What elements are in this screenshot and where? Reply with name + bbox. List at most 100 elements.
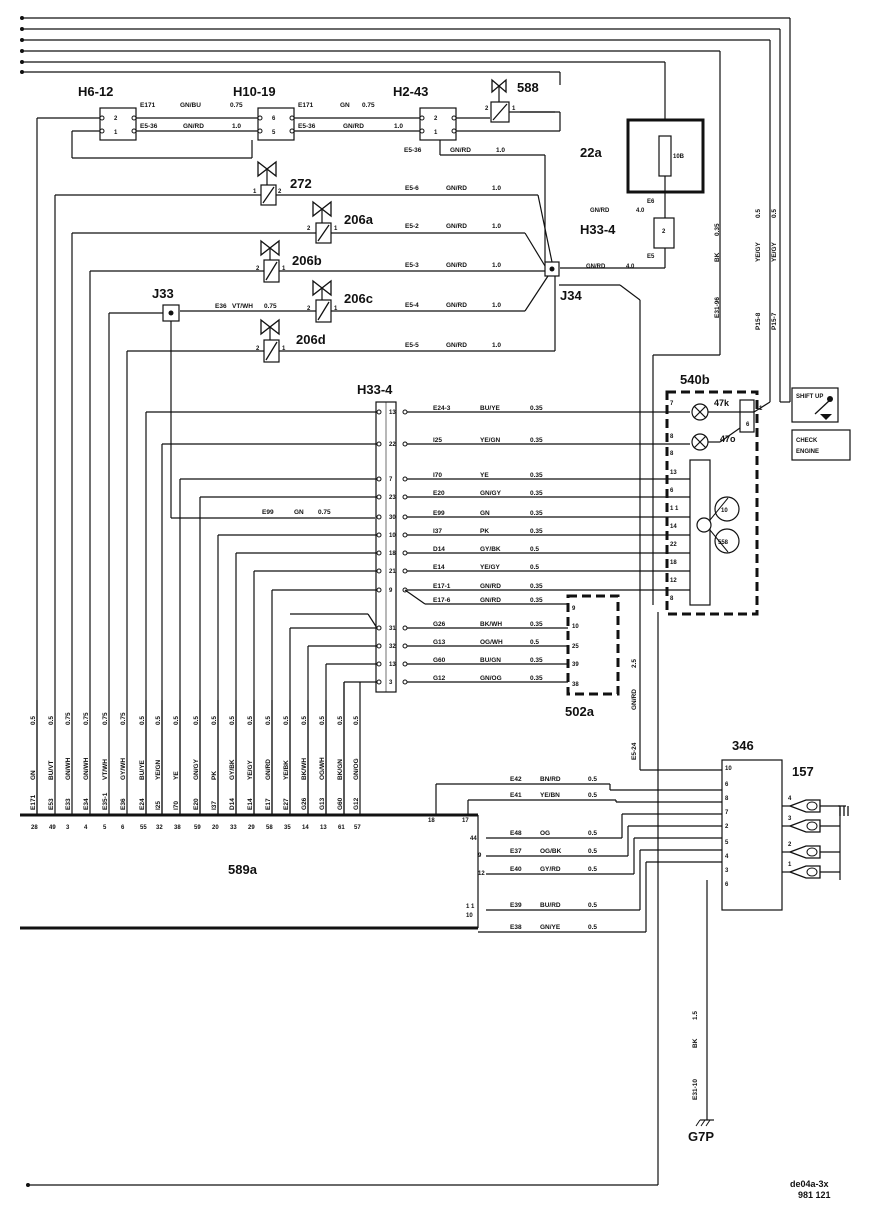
h33-wire-size: 0.35 — [530, 657, 543, 664]
h33-wire-size: 0.35 — [530, 490, 543, 497]
h33-pin: 30 — [389, 515, 396, 521]
h33-wire-size: 0.35 — [530, 472, 543, 479]
h33-wire-size: 0.35 — [530, 675, 543, 682]
h33-pin-dot — [376, 514, 382, 520]
col-color: GN/GY — [193, 758, 200, 780]
svg-text:540b: 540b — [680, 372, 710, 387]
svg-text:1.0: 1.0 — [492, 262, 501, 269]
svg-text:0.35: 0.35 — [714, 223, 721, 236]
check-engine-indicator: CHECK ENGINE — [791, 429, 851, 461]
h33-pin: 13 — [389, 410, 396, 416]
b589-wire-color: YE/BN — [540, 792, 560, 799]
b589-wire-size: 0.5 — [588, 866, 597, 873]
col-size: 0.5 — [48, 716, 55, 725]
valves-group: 272 1 2 E5-6 GN/RD 1.0 206a 2 1 E5-2 GN/… — [55, 160, 556, 363]
col-pin: 55 — [140, 825, 147, 831]
h33-pin: 3 — [389, 680, 393, 686]
svg-text:2: 2 — [256, 346, 260, 352]
h33-wire-color: GN/RD — [480, 583, 501, 590]
b589-wire-size: 0.5 — [588, 924, 597, 931]
col-color: YE/GN — [155, 759, 162, 780]
col-id: G26 — [301, 797, 308, 810]
svg-text:22a: 22a — [580, 145, 602, 160]
h33-pin: 7 — [389, 477, 393, 483]
b540-pin: 6 — [670, 488, 674, 494]
svg-text:1.0: 1.0 — [232, 123, 241, 130]
col-color: GY/WH — [120, 758, 127, 780]
b589-wire-color: GY/RD — [540, 866, 561, 873]
right-vertical-labels: 0.35 BK E31-96 0.5 YE/GY P15-8 0.5 YE/GY… — [631, 209, 778, 1100]
wire — [367, 613, 378, 629]
h33-pin-dot — [402, 532, 408, 538]
b589-pin: 17 — [462, 818, 469, 824]
b589-wire-id: E41 — [510, 792, 522, 799]
svg-text:GN/RD: GN/RD — [446, 223, 467, 230]
svg-text:2: 2 — [114, 116, 118, 122]
h6-12-label: H6-12 — [78, 84, 113, 99]
col-size: 0.75 — [102, 712, 109, 725]
b589-wire-color: GN/YE — [540, 924, 561, 931]
svg-text:E6: E6 — [647, 199, 655, 205]
h10-19-label: H10-19 — [233, 84, 276, 99]
col-pin: 58 — [266, 825, 273, 831]
svg-text:GN/RD: GN/RD — [446, 302, 467, 309]
svg-text:E5-36: E5-36 — [404, 147, 422, 154]
h33-pin: 13 — [389, 662, 396, 668]
svg-text:2: 2 — [434, 116, 438, 122]
b540-pin: 18 — [670, 560, 677, 566]
col-id: E53 — [48, 798, 55, 810]
svg-text:6: 6 — [746, 422, 750, 428]
svg-text:GN/RD: GN/RD — [450, 147, 471, 154]
col-pin: 29 — [248, 825, 255, 831]
col-color: GY/BK — [229, 759, 236, 780]
h33-wire-id: I37 — [433, 528, 442, 535]
svg-text:10B: 10B — [673, 154, 685, 160]
col-id: E24 — [139, 798, 146, 810]
b540-pin: 13 — [670, 470, 677, 476]
col-color: YE/BK — [283, 760, 290, 780]
svg-text:GN: GN — [340, 102, 350, 109]
col-color: OG/WH — [319, 757, 326, 780]
svg-text:GN/BU: GN/BU — [180, 102, 201, 109]
col-pin: 49 — [49, 825, 56, 831]
svg-text:E5-3: E5-3 — [405, 262, 419, 269]
svg-text:E5-36: E5-36 — [140, 123, 158, 130]
svg-text:1: 1 — [334, 306, 338, 312]
solenoid-coil — [806, 867, 818, 877]
h33-pin-dot — [402, 441, 408, 447]
svg-text:E5-2: E5-2 — [405, 223, 419, 230]
col-pin: 59 — [194, 825, 201, 831]
b502-pin: 38 — [572, 682, 579, 688]
svg-text:GN/RD: GN/RD — [446, 185, 467, 192]
b540-pin: 14 — [670, 524, 677, 530]
top-connector-wires: E171 GN/BU 0.75 E171 GN 0.75 E5-36 GN/RD… — [36, 102, 561, 815]
h33-pin-dot — [402, 625, 408, 631]
col-size: 0.5 — [265, 716, 272, 725]
col-size: 0.5 — [229, 716, 236, 725]
h33-pin-dot — [402, 409, 408, 415]
b540-pin: 22 — [670, 542, 677, 548]
svg-text:YE/GY: YE/GY — [755, 241, 762, 262]
h33-wire-size: 0.35 — [530, 583, 543, 590]
h33-pin-dot — [402, 643, 408, 649]
svg-text:SHIFT UP: SHIFT UP — [796, 394, 823, 400]
h33-pin-dot — [402, 661, 408, 667]
b346-pin: 6 — [725, 782, 729, 788]
h33-pin: 9 — [389, 588, 393, 594]
h33-wire-id: G60 — [433, 657, 446, 664]
b589-wire-id: E42 — [510, 776, 522, 783]
b540-pin: 7 — [670, 401, 674, 407]
svg-text:206a: 206a — [344, 212, 374, 227]
connector-h6-12: H6-12 2 1 — [78, 84, 137, 141]
col-id: G12 — [353, 797, 360, 810]
col-id: I70 — [173, 801, 180, 810]
svg-text:E5-24: E5-24 — [631, 742, 638, 760]
